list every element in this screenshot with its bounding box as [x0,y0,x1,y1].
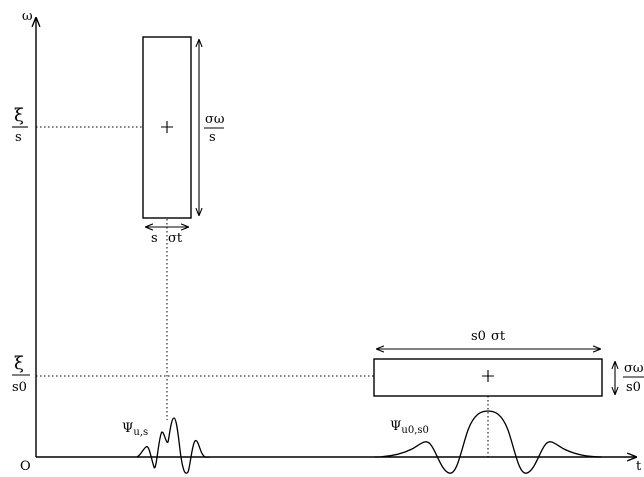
time-axis-label: t [636,459,642,474]
lower-wave-psi: Ψ [390,419,401,434]
lower-height-numerator: σω [624,361,643,376]
lower-height-denominator: s0 [626,380,641,395]
lower-wavelet [373,410,603,474]
lower-width-factor: s0 [471,329,486,344]
lower-wavelet-label: Ψu0,s0 [390,419,429,436]
lower-freq-denominator: s0 [12,380,27,395]
upper-height-denominator: s [209,130,216,145]
lower-freq-numerator: ξ [14,353,24,374]
lower-width-sigma: σt [491,329,506,344]
lower-box-center-cross [482,370,494,382]
upper-wavelet-label: Ψu,s [122,421,148,438]
svg-text:σω: σω [205,112,224,127]
svg-text:Ψu,s: Ψu,s [122,421,148,438]
upper-height-numerator: σω [205,112,224,127]
origin-label: O [20,459,31,474]
upper-box-center-cross [161,121,173,133]
upper-width-sigma: σt [168,231,183,246]
upper-height-label: σω s [204,112,224,145]
frequency-axis-label: ω [22,9,33,24]
lower-frequency-label: ξ s0 [12,353,30,395]
upper-wave-subscript: u,s [133,427,148,438]
upper-wavelet [136,417,211,474]
upper-wave-psi: Ψ [122,421,133,436]
lower-wave-subscript: u0,s0 [401,425,428,436]
upper-frequency-label: ξ s [12,105,28,145]
svg-text:Ψu0,s0: Ψu0,s0 [390,419,429,436]
upper-freq-numerator: ξ [14,105,24,126]
upper-width-factor: s [151,231,158,246]
lower-height-label: σω s0 [623,361,644,395]
upper-freq-denominator: s [15,130,22,145]
